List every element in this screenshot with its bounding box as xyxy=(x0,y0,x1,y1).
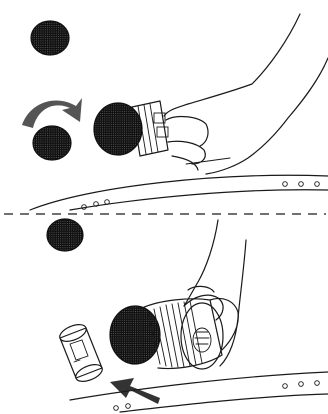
bottom-panel xyxy=(47,219,328,412)
appliance-edge-top xyxy=(30,175,328,210)
filter-disc-icon xyxy=(31,21,69,55)
small-filter-cylinder xyxy=(57,321,104,384)
arrow-up-right-icon xyxy=(110,378,160,404)
appliance-edge-bottom xyxy=(70,372,328,412)
hand-top xyxy=(164,14,328,174)
filter-with-mesh-top xyxy=(94,101,168,156)
curved-arrow-left-icon xyxy=(22,98,82,128)
pleated-filter-cartridge xyxy=(110,299,223,369)
top-panel xyxy=(22,14,328,210)
detached-filter-disc xyxy=(33,126,71,160)
filter-disc-icon-bottom xyxy=(47,219,83,251)
